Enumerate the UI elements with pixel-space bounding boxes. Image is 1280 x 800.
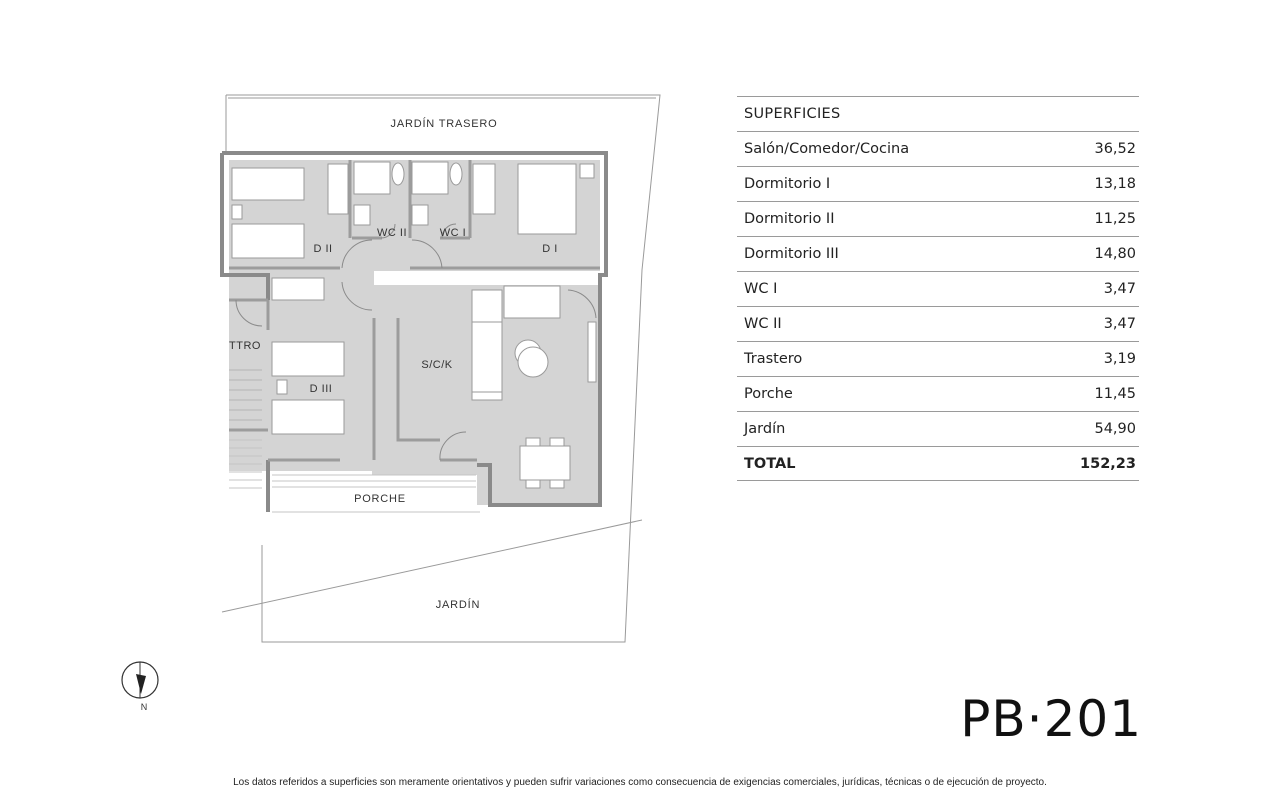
surface-value: 11,45 [1094,386,1136,402]
surface-name: Trastero [744,351,803,367]
surface-name: WC II [744,316,782,332]
label-d2: D II [313,243,332,255]
surface-row: Salón/Comedor/Cocina 36,52 [737,131,1139,166]
surface-total-row: TOTAL 152,23 [737,446,1139,481]
surface-name: Salón/Comedor/Cocina [744,141,910,157]
label-wc1: WC I [440,227,466,239]
door-swings [235,223,597,461]
surface-row: Dormitorio II 11,25 [737,201,1139,236]
surface-value: 36,52 [1094,141,1136,157]
surface-row: Dormitorio III 14,80 [737,236,1139,271]
surface-value: 13,18 [1094,176,1136,192]
surface-row: Trastero 3,19 [737,341,1139,376]
surface-row: WC II 3,47 [737,306,1139,341]
label-jardin: JARDÍN [436,598,481,611]
surface-name: Dormitorio III [744,246,839,262]
floor-plan: JARDÍN TRASERO D II WC II WC I D I TTRO … [121,94,661,712]
label-d1: D I [542,243,558,255]
label-ttro: TTRO [229,340,261,352]
surface-total-name: TOTAL [744,455,796,472]
storage-stripes [229,369,262,421]
surface-value: 3,47 [1103,281,1136,297]
surface-row: Dormitorio I 13,18 [737,166,1139,201]
compass-north-label: N [141,702,148,712]
surface-value: 11,25 [1094,211,1136,227]
surface-value: 3,47 [1103,316,1136,332]
exterior-walls [220,151,608,512]
surfaces-title: SUPERFICIES [737,96,1139,131]
surface-value: 14,80 [1094,246,1136,262]
label-porche: PORCHE [354,493,406,505]
surface-name: Porche [744,386,793,402]
surface-name: Dormitorio II [744,211,835,227]
surfaces-table: SUPERFICIES Salón/Comedor/Cocina 36,52 Do… [737,96,1139,481]
disclaimer-text: Los datos referidos a superficies son me… [233,777,1047,788]
surface-total-value: 152,23 [1080,455,1136,472]
surface-name: WC I [744,281,778,297]
north-compass-icon: N [121,661,159,712]
surface-row: Porche 11,45 [737,376,1139,411]
surface-value: 3,19 [1103,351,1136,367]
surface-row: WC I 3,47 [737,271,1139,306]
surfaces-title-text: SUPERFICIES [744,106,841,122]
label-d3: D III [310,383,333,395]
surface-value: 54,90 [1094,421,1136,437]
furniture [231,161,597,489]
porch-deck [229,439,480,513]
label-scc: S/C/K [421,359,452,371]
surface-name: Dormitorio I [744,176,831,192]
unit-code: PB·201 [960,690,1142,748]
surface-name: Jardín [744,421,786,437]
surface-row: Jardín 54,90 [737,411,1139,446]
label-wc2: WC II [377,227,407,239]
plot-outline [221,94,661,643]
label-jardin-trasero: JARDÍN TRASERO [391,117,498,130]
